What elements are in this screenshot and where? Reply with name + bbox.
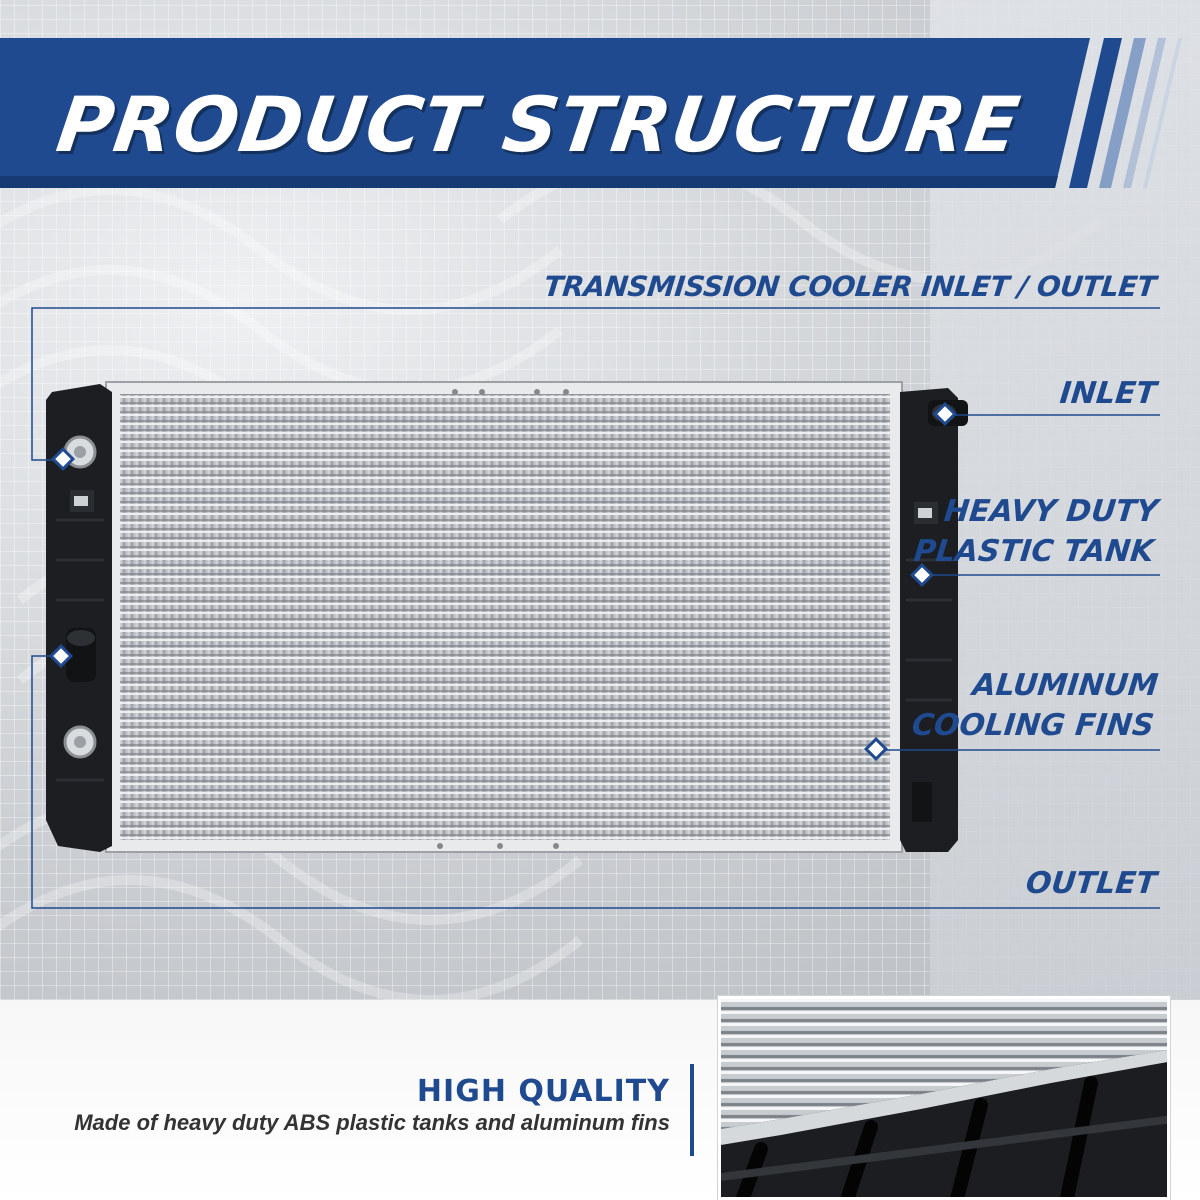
high-quality-heading: HIGH QUALITY <box>416 1074 670 1109</box>
callout-plastic-tank-line2: PLASTIC TANK <box>912 534 1156 569</box>
banner-shape <box>0 38 1182 188</box>
closeup-illustration <box>721 999 1167 1197</box>
callout-cooling-fins-line1: ALUMINUM <box>970 668 1160 703</box>
title-banner: PRODUCT STRUCTURE <box>0 38 1200 188</box>
section-divider <box>690 1064 694 1156</box>
callout-outlet: OUTLET <box>1023 866 1158 901</box>
callout-cooling-fins-line2: COOLING FINS <box>910 708 1156 743</box>
callout-cooling-fins: ALUMINUM COOLING FINS <box>910 666 1160 746</box>
radiator-image <box>31 307 1160 909</box>
callout-inlet: INLET <box>1057 376 1158 411</box>
callout-transmission-cooler: TRANSMISSION COOLER INLET / OUTLET <box>542 270 1158 303</box>
callout-plastic-tank-line1: HEAVY DUTY <box>942 494 1160 529</box>
high-quality-description: Made of heavy duty ABS plastic tanks and… <box>74 1110 670 1135</box>
closeup-fins-image <box>718 996 1170 1200</box>
callout-plastic-tank: HEAVY DUTY PLASTIC TANK <box>912 492 1160 572</box>
